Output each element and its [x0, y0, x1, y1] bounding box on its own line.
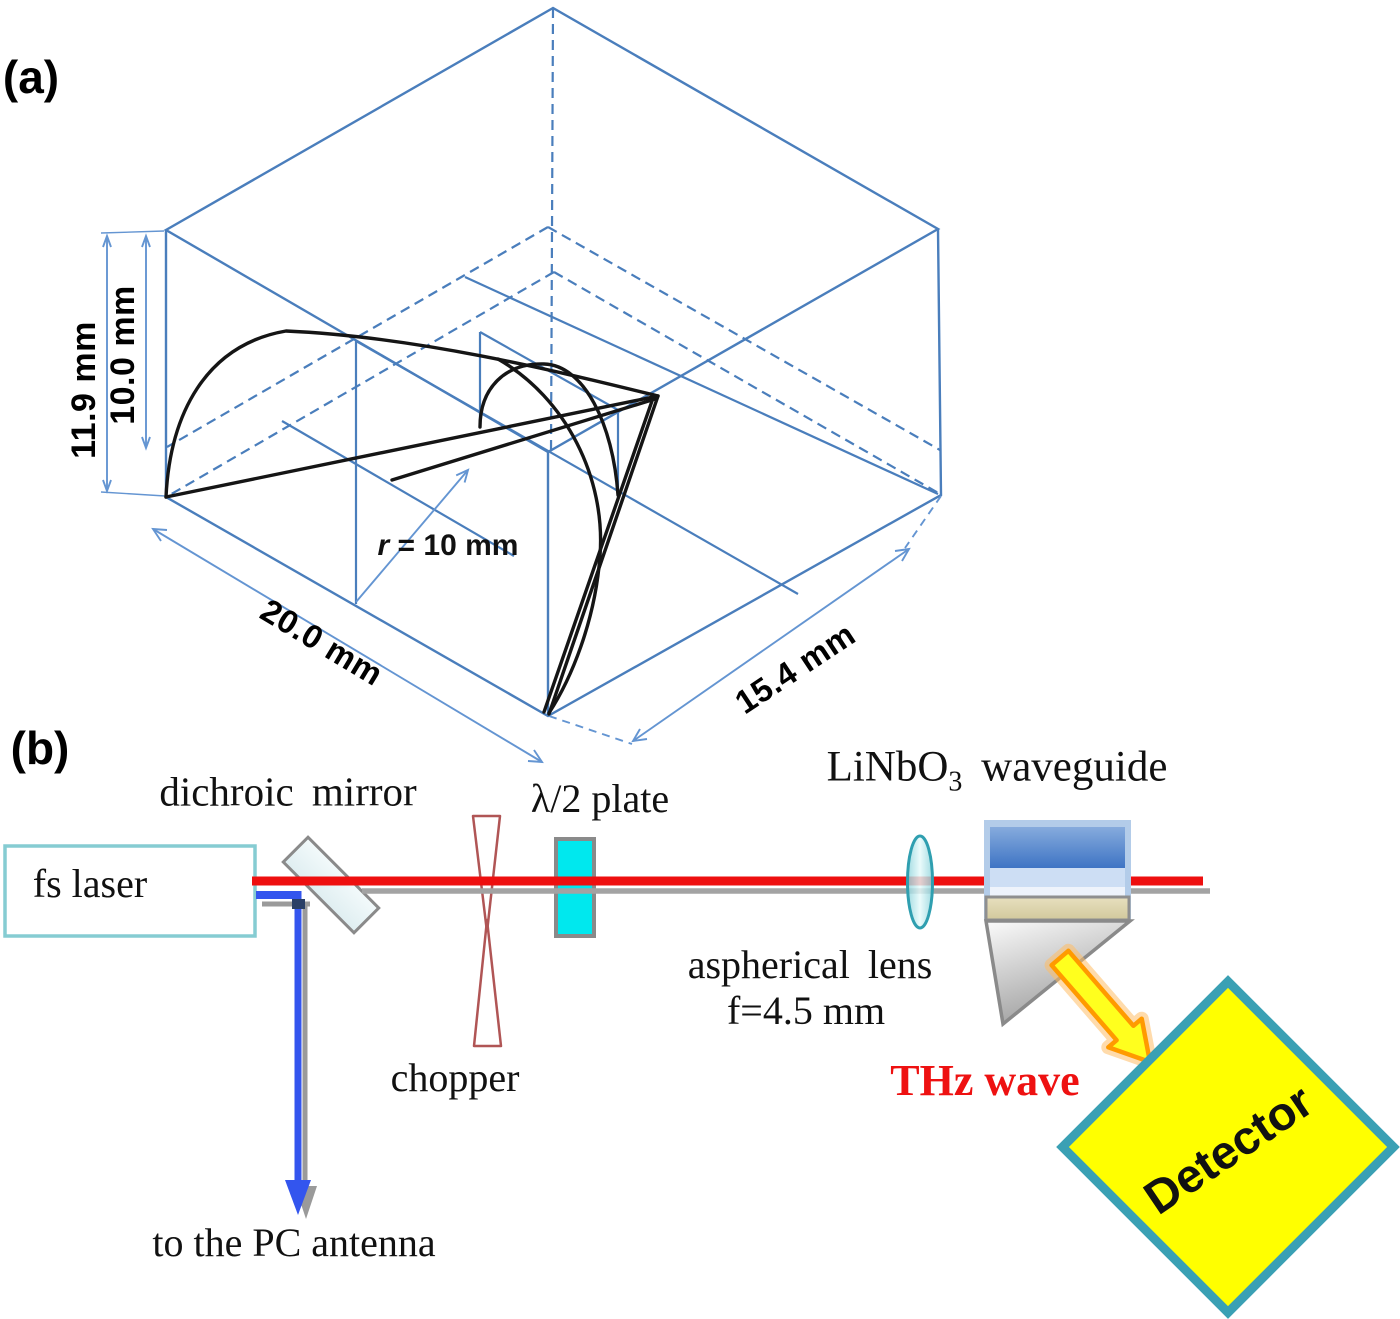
pump-beam-shadow	[262, 901, 310, 1198]
chopper-label: chopper	[390, 1055, 520, 1100]
aspherical-lens	[906, 834, 934, 930]
beam-junction	[292, 899, 305, 909]
half-wave-plate-label: λ/2 plate	[530, 776, 670, 821]
inner-section-planes	[281, 276, 939, 604]
waveguide-formula: LiNbO	[826, 743, 949, 791]
pc-antenna-label: to the PC antenna	[152, 1220, 436, 1265]
panel-a-label: (a)	[2, 51, 60, 103]
dim-outer-height: 11.9 mm	[65, 321, 103, 459]
laser-label: fs laser	[32, 861, 148, 906]
panel-b-label: (b)	[10, 722, 70, 774]
laser-box	[3, 844, 257, 938]
thz-wave-label: THz wave	[890, 1056, 1080, 1105]
waveguide-block	[984, 820, 1131, 922]
waveguide-label: LiNbO3 waveguide	[827, 746, 1168, 797]
hidden-edges	[166, 7, 941, 497]
dichroic-mirror-label: dichroic mirror	[159, 768, 417, 815]
dim-inner-height: 10.0 mm	[104, 285, 142, 425]
lens-focal-label: f=4.5 mm	[726, 988, 886, 1033]
radius-value: = 10 mm	[389, 529, 519, 562]
thz-arrow	[1044, 943, 1157, 1069]
radius-note: r = 10 mm	[378, 531, 519, 561]
chopper-wheel	[471, 814, 503, 1048]
pump-arrowhead	[285, 1180, 311, 1215]
pump-beam	[256, 891, 302, 1182]
horn-curves	[164, 329, 660, 716]
radius-symbol: r	[377, 529, 390, 562]
detector-box	[1056, 975, 1400, 1319]
waveguide-subscript: 3	[948, 766, 963, 798]
aspherical-lens-label: aspherical lens	[687, 942, 933, 987]
half-wave-plate	[554, 837, 596, 938]
dimension-arrows	[100, 230, 942, 764]
waveguide-word: waveguide	[962, 743, 1168, 791]
